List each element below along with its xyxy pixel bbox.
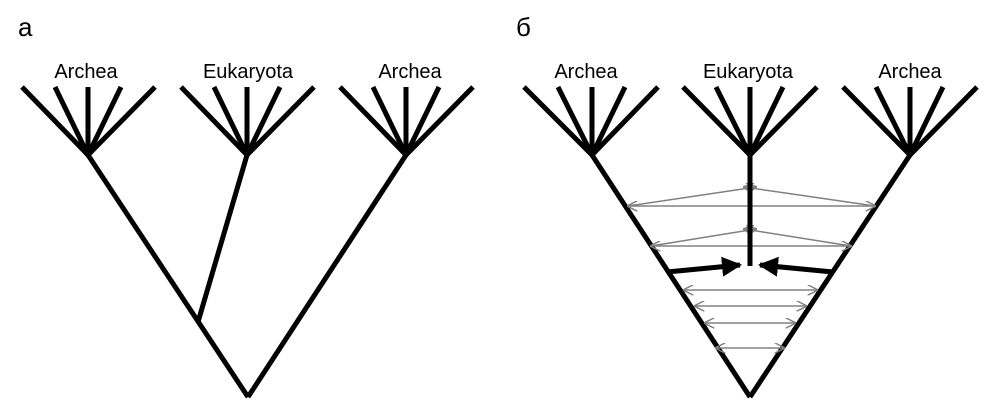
panel-b-taxon-middle: Eukaryota [703,61,794,83]
panel-b-right-branch [747,153,913,399]
panel-a-taxon-right: Archea [378,61,442,83]
panel-b-fusion-right [758,256,834,277]
panel-a: а Archea Eukaryota Archea [18,12,475,399]
panel-b-taxon-right: Archea [878,61,942,83]
panel-a-left-branch [85,153,251,399]
transfer-arrow [744,229,852,247]
transfer-arrow [744,187,876,207]
transfer-arrow [627,187,756,207]
panel-a-right-crown [338,85,475,157]
panel-b-middle-crown [681,85,819,157]
panel-b-lower-transfer-arrows [684,290,817,348]
panel-b-fusion-left [666,256,742,277]
panel-a-taxon-left: Archea [54,61,118,83]
transfer-arrow [650,229,756,247]
panel-a-left-crown [20,85,157,157]
panel-a-middle-crown [179,85,316,157]
panel-b: б Archea Eukaryota Archea [516,12,979,399]
panel-b-taxon-left: Archea [554,61,618,83]
panel-b-label: б [516,12,531,42]
panel-b-left-crown [522,85,660,157]
panel-b-left-branch [589,153,753,399]
panel-a-label: а [18,12,33,42]
panel-a-eukaryota-branch [195,154,250,323]
panel-b-right-crown [841,85,979,157]
panel-a-right-branch [245,153,409,399]
panel-a-taxon-middle: Eukaryota [203,61,294,83]
